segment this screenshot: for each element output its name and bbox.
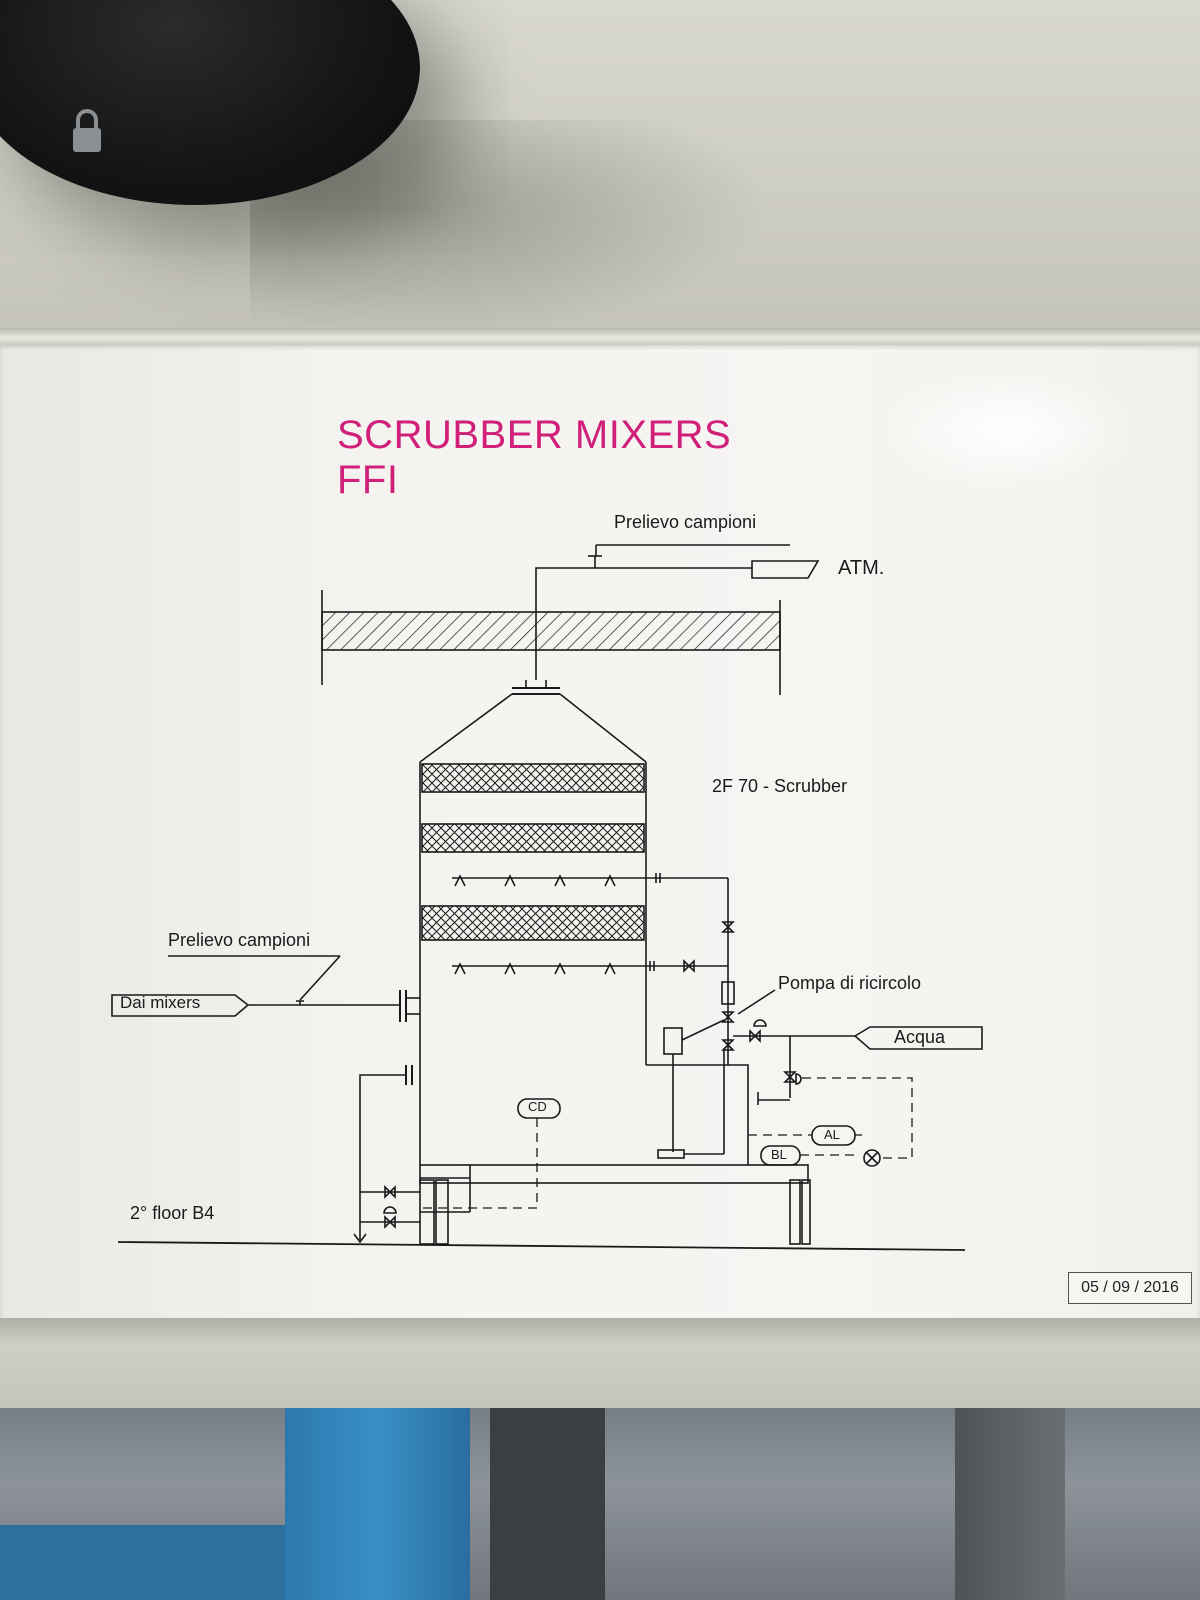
- placard-bottom-frame: [0, 1318, 1200, 1408]
- floor-line: [117, 1241, 966, 1251]
- skid-frame: [419, 1164, 809, 1184]
- label-bl: BL: [771, 1147, 787, 1162]
- mixers-inlet-tag: [111, 994, 250, 1017]
- blue-post: [285, 1408, 470, 1600]
- dark-post: [490, 1408, 605, 1600]
- label-pump: Pompa di ricircolo: [778, 973, 922, 993]
- tower-cone: [419, 693, 647, 763]
- lock-icon: [73, 109, 101, 152]
- label-water: Acqua: [894, 1027, 946, 1047]
- label-atm: ATM.: [838, 557, 885, 579]
- label-sampling-top: Prelievo campioni: [614, 512, 757, 532]
- diagram-title: SCRUBBER MIXERS FFI: [337, 413, 732, 502]
- date-stamp: 05 / 09 / 2016: [1068, 1272, 1192, 1304]
- label-cd: CD: [528, 1099, 547, 1114]
- cd-tag: [517, 1098, 561, 1119]
- label-sampling-left: Prelievo campioni: [168, 930, 311, 950]
- roof-slab: [321, 611, 781, 651]
- water-inlet-tag: [853, 1026, 983, 1050]
- packing-bed-1: [421, 763, 645, 793]
- alarm-lamp: [863, 1149, 881, 1167]
- packing-bed-2: [421, 823, 645, 853]
- recirculation-tank: [663, 1027, 683, 1055]
- placard-top-rail: [0, 328, 1200, 348]
- al-tag: [811, 1125, 856, 1146]
- label-al: AL: [824, 1127, 840, 1142]
- label-unit: 2F 70 - Scrubber: [712, 776, 848, 796]
- packing-bed-3: [421, 905, 645, 941]
- exhaust-duct: [535, 567, 752, 680]
- label-from-mixers: Dai mixers: [120, 993, 201, 1012]
- exhaust-outlet: [751, 560, 820, 579]
- blue-base: [0, 1525, 285, 1600]
- label-floor: 2° floor B4: [130, 1203, 215, 1223]
- grey-post: [955, 1408, 1065, 1600]
